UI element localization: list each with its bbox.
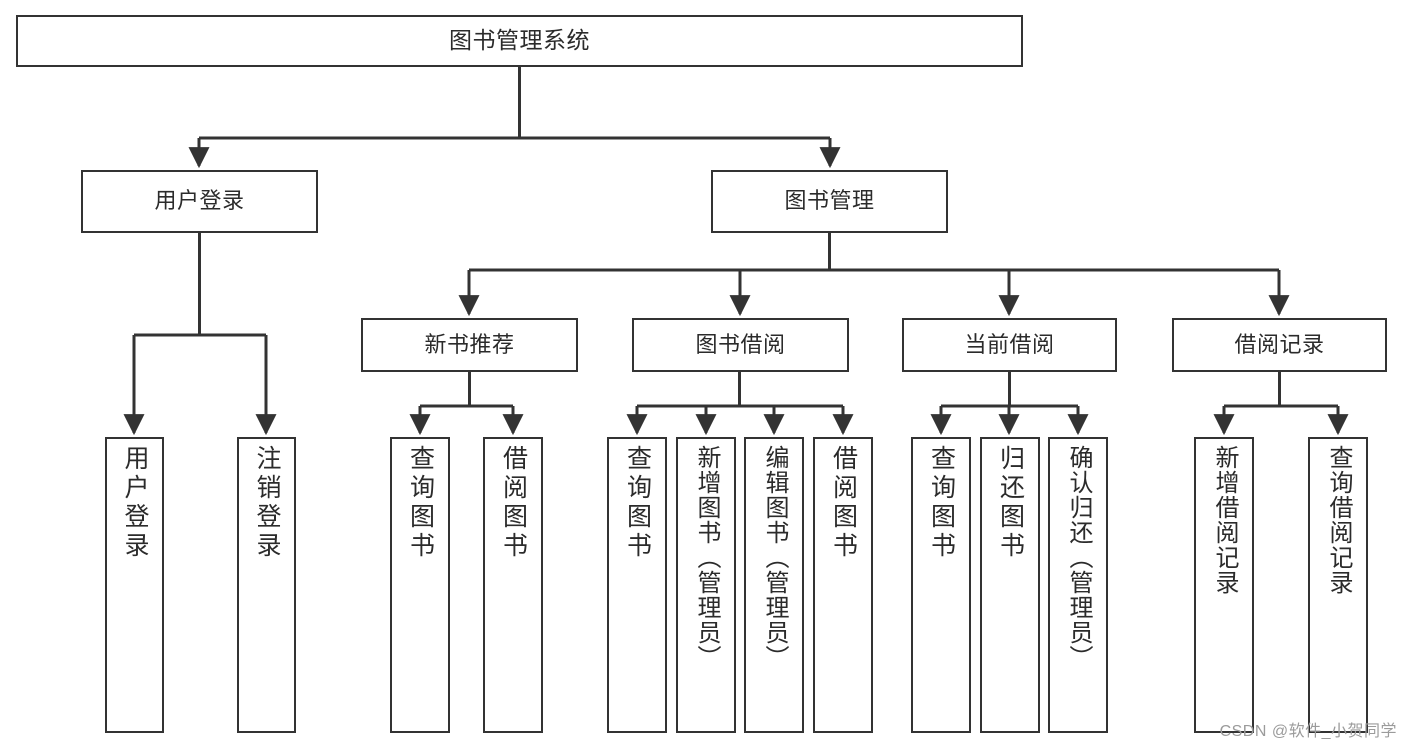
node-leaf-confirm-return-label: 确认归还（管理员） — [1065, 445, 1092, 670]
node-leaf-user-login[interactable]: 用户登录 — [105, 437, 164, 733]
node-leaf-return-book-label: 归还图书 — [996, 445, 1025, 561]
node-leaf-confirm-return[interactable]: 确认归还（管理员） — [1048, 437, 1108, 733]
node-leaf-add-record-label: 新增借阅记录 — [1211, 445, 1238, 595]
node-root-label: 图书管理系统 — [449, 27, 590, 54]
node-borrow-record-label: 借阅记录 — [1234, 331, 1325, 357]
node-user-login[interactable]: 用户登录 — [81, 170, 318, 233]
node-leaf-logout[interactable]: 注销登录 — [237, 437, 296, 733]
node-leaf-query-book-1[interactable]: 查询图书 — [390, 437, 450, 733]
node-book-manage[interactable]: 图书管理 — [711, 170, 948, 233]
node-leaf-add-book[interactable]: 新增图书（管理员） — [676, 437, 736, 733]
node-leaf-user-login-label: 用户登录 — [121, 445, 149, 561]
node-leaf-query-record-label: 查询借阅记录 — [1325, 445, 1352, 595]
node-book-manage-label: 图书管理 — [784, 188, 875, 214]
node-leaf-edit-book-label: 编辑图书（管理员） — [761, 445, 788, 670]
node-new-book-rec[interactable]: 新书推荐 — [361, 318, 578, 372]
node-current-borrow[interactable]: 当前借阅 — [902, 318, 1117, 372]
node-leaf-borrow-book-1-label: 借阅图书 — [499, 445, 528, 561]
node-leaf-query-book-2[interactable]: 查询图书 — [607, 437, 667, 733]
node-leaf-query-book-1-label: 查询图书 — [406, 445, 435, 561]
node-user-login-label: 用户登录 — [154, 188, 245, 214]
watermark-text: CSDN @软件_小贺同学 — [1219, 723, 1397, 740]
node-leaf-add-book-label: 新增图书（管理员） — [693, 445, 720, 670]
node-current-borrow-label: 当前借阅 — [964, 331, 1055, 357]
node-leaf-borrow-book-1[interactable]: 借阅图书 — [483, 437, 543, 733]
node-leaf-query-book-3-label: 查询图书 — [927, 445, 956, 561]
node-book-borrow-label: 图书借阅 — [695, 331, 786, 357]
node-root[interactable]: 图书管理系统 — [16, 15, 1023, 67]
node-borrow-record[interactable]: 借阅记录 — [1172, 318, 1387, 372]
node-leaf-borrow-book-2-label: 借阅图书 — [829, 445, 858, 561]
node-leaf-query-book-2-label: 查询图书 — [623, 445, 652, 561]
node-leaf-borrow-book-2[interactable]: 借阅图书 — [813, 437, 873, 733]
node-leaf-query-book-3[interactable]: 查询图书 — [911, 437, 971, 733]
node-leaf-return-book[interactable]: 归还图书 — [980, 437, 1040, 733]
node-new-book-rec-label: 新书推荐 — [424, 331, 515, 357]
node-leaf-query-record[interactable]: 查询借阅记录 — [1308, 437, 1368, 733]
node-leaf-logout-label: 注销登录 — [253, 445, 281, 561]
node-leaf-edit-book[interactable]: 编辑图书（管理员） — [744, 437, 804, 733]
node-book-borrow[interactable]: 图书借阅 — [632, 318, 849, 372]
node-leaf-add-record[interactable]: 新增借阅记录 — [1194, 437, 1254, 733]
